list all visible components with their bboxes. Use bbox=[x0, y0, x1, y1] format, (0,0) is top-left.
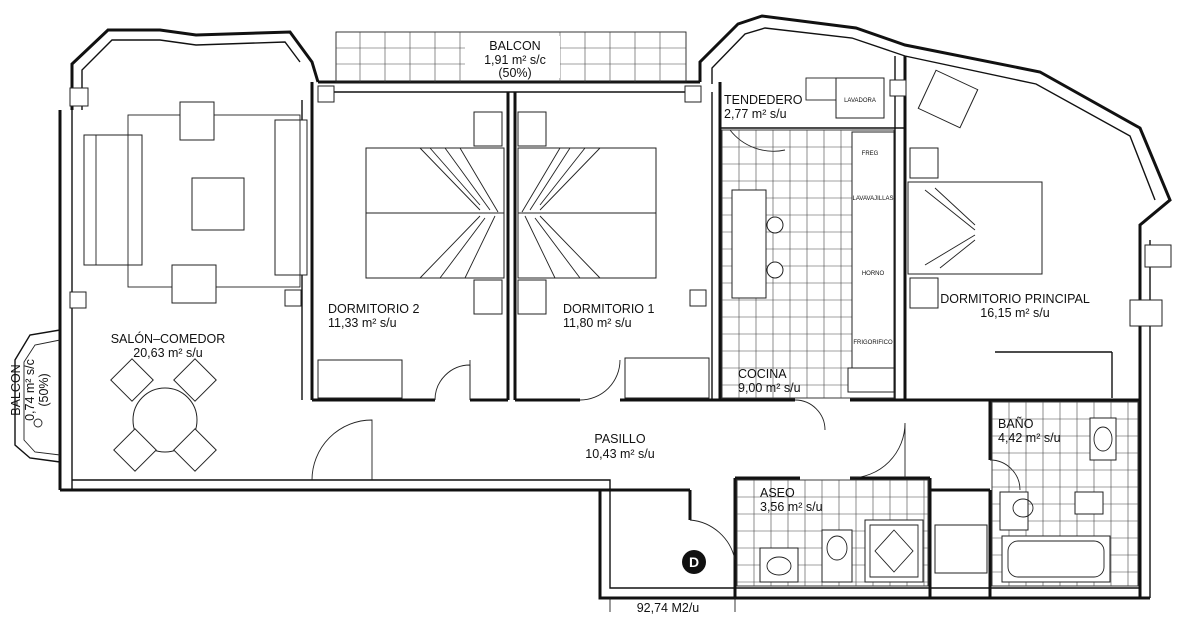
entry-marker: D bbox=[682, 550, 706, 574]
lavavajillas-label: LAVAVAJILLAS bbox=[853, 196, 894, 202]
balcon-top-name: BALCON bbox=[489, 39, 540, 53]
aseo-floor bbox=[736, 479, 929, 587]
balcon-left-area: 0,74 m² s/c bbox=[23, 359, 37, 421]
freg-label: FREG bbox=[862, 151, 879, 157]
appliance-labels: LAVADORA FREG LAVAVAJILLAS HORNO FRIGORI… bbox=[844, 98, 893, 346]
salon-name: SALÓN–COMEDOR bbox=[111, 331, 226, 346]
cocina-area: 9,00 m² s/u bbox=[738, 381, 801, 395]
svg-text:92,74 M2/u: 92,74 M2/u bbox=[637, 601, 700, 615]
doors bbox=[311, 129, 1021, 561]
dormitorio-principal-furniture bbox=[907, 69, 1043, 309]
lavadora-label: LAVADORA bbox=[844, 98, 876, 104]
bano-area: 4,42 m² s/u bbox=[998, 431, 1061, 445]
dormitorio2-name: DORMITORIO 2 bbox=[328, 302, 419, 316]
balcon-left-name: BALCON bbox=[9, 364, 23, 415]
aseo-name: ASEO bbox=[760, 486, 795, 500]
aseo-area: 3,56 m² s/u bbox=[760, 500, 823, 514]
bano-name: BAÑO bbox=[998, 417, 1034, 431]
tendedero-name: TENDEDERO bbox=[724, 93, 803, 107]
cocina-floor bbox=[721, 129, 895, 399]
pasillo-name: PASILLO bbox=[594, 432, 645, 446]
dormitorio2-bed bbox=[317, 111, 505, 399]
frigorifico-label: FRIGORIFICO bbox=[853, 340, 893, 346]
tendedero-appliances bbox=[805, 77, 885, 119]
balcon-left-note: (50%) bbox=[37, 373, 51, 406]
bano-floor bbox=[934, 299, 1163, 587]
dormitorio1-area: 11,80 m² s/u bbox=[563, 316, 632, 330]
dormitorio-principal-name: DORMITORIO PRINCIPAL bbox=[940, 292, 1090, 306]
room-labels: BALCON 1,91 m² s/c (50%) SALÓN–COMEDOR 2… bbox=[9, 39, 1090, 514]
balcon-top-note: (50%) bbox=[498, 66, 531, 80]
balcony-left bbox=[14, 329, 61, 463]
outer-walls bbox=[58, 14, 1172, 600]
svg-text:D: D bbox=[689, 554, 699, 570]
interior-walls bbox=[301, 56, 1140, 598]
cocina-name: COCINA bbox=[738, 367, 787, 381]
pasillo-area: 10,43 m² s/u bbox=[585, 447, 655, 461]
dormitorio2-area: 11,33 m² s/u bbox=[328, 316, 397, 330]
balcony-top bbox=[335, 31, 687, 83]
salon-area: 20,63 m² s/u bbox=[133, 346, 203, 360]
tendedero-area: 2,77 m² s/u bbox=[724, 107, 787, 121]
salon-furniture bbox=[83, 101, 308, 472]
total-area-label: 92,74 M2/u bbox=[609, 598, 736, 615]
dormitorio1-bed bbox=[517, 111, 710, 399]
dormitorio1-name: DORMITORIO 1 bbox=[563, 302, 654, 316]
dormitorio-principal-area: 16,15 m² s/u bbox=[980, 306, 1050, 320]
balcon-top-area: 1,91 m² s/c bbox=[484, 53, 546, 67]
horno-label: HORNO bbox=[862, 271, 885, 277]
